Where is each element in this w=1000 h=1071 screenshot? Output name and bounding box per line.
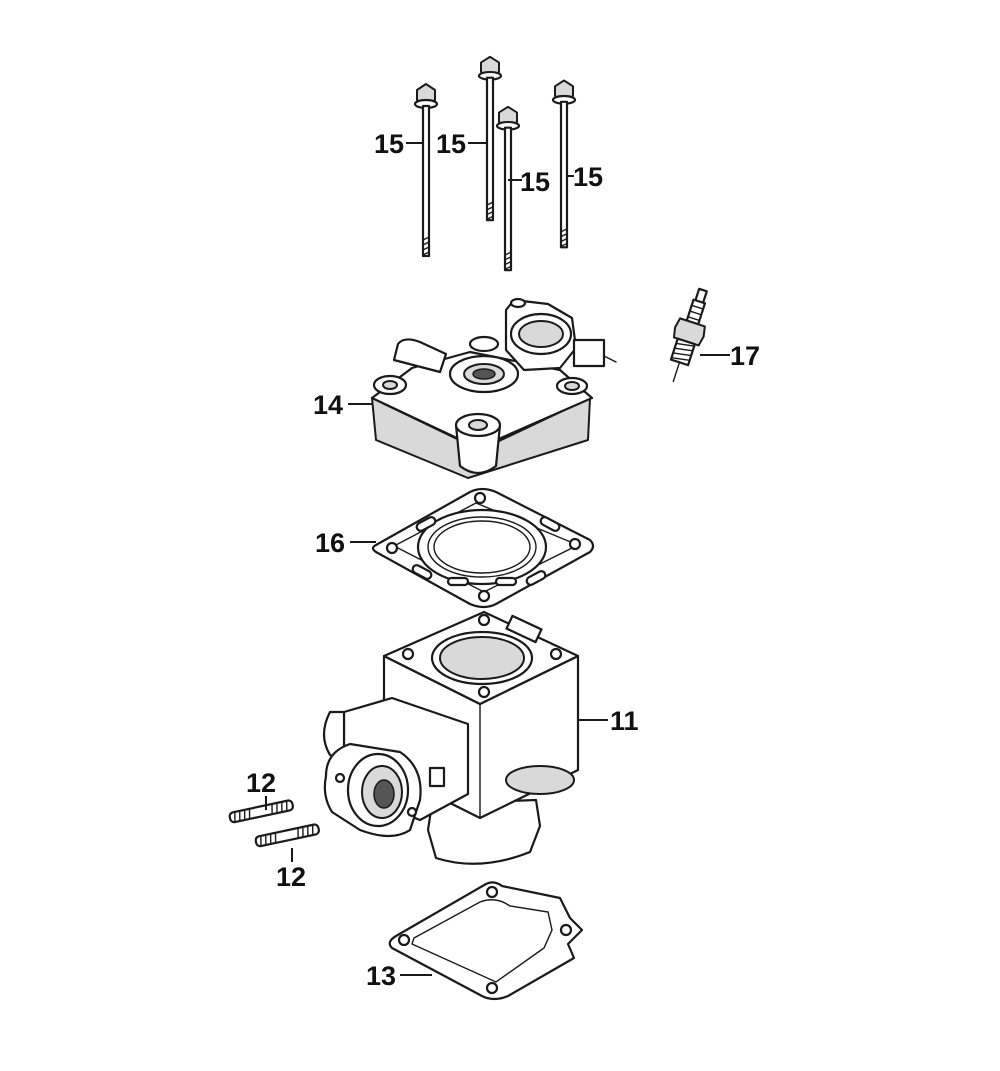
callout-16: 16 xyxy=(315,528,345,558)
part-11-cylinder xyxy=(322,610,580,865)
callout-15-c: 15 xyxy=(520,167,550,197)
leader-lines xyxy=(265,142,730,976)
callout-13: 13 xyxy=(366,961,396,991)
callout-12-a: 12 xyxy=(246,768,276,798)
callout-15-b: 15 xyxy=(436,129,466,159)
part-13-base-gasket xyxy=(388,881,584,1001)
callout-12-b: 12 xyxy=(276,862,306,892)
callout-labels: 15 15 15 15 17 14 16 11 12 12 13 xyxy=(246,129,760,991)
callout-11: 11 xyxy=(610,706,639,736)
part-17-spark-plug xyxy=(669,287,708,383)
callout-15-d: 15 xyxy=(573,162,603,192)
callout-15-a: 15 xyxy=(374,129,404,159)
callout-14: 14 xyxy=(313,390,343,420)
callout-17: 17 xyxy=(730,341,760,371)
part-14-cylinder-head xyxy=(370,297,617,479)
part-15-head-bolts xyxy=(413,55,577,272)
part-12-studs xyxy=(227,798,321,848)
part-16-head-gasket xyxy=(371,487,595,609)
